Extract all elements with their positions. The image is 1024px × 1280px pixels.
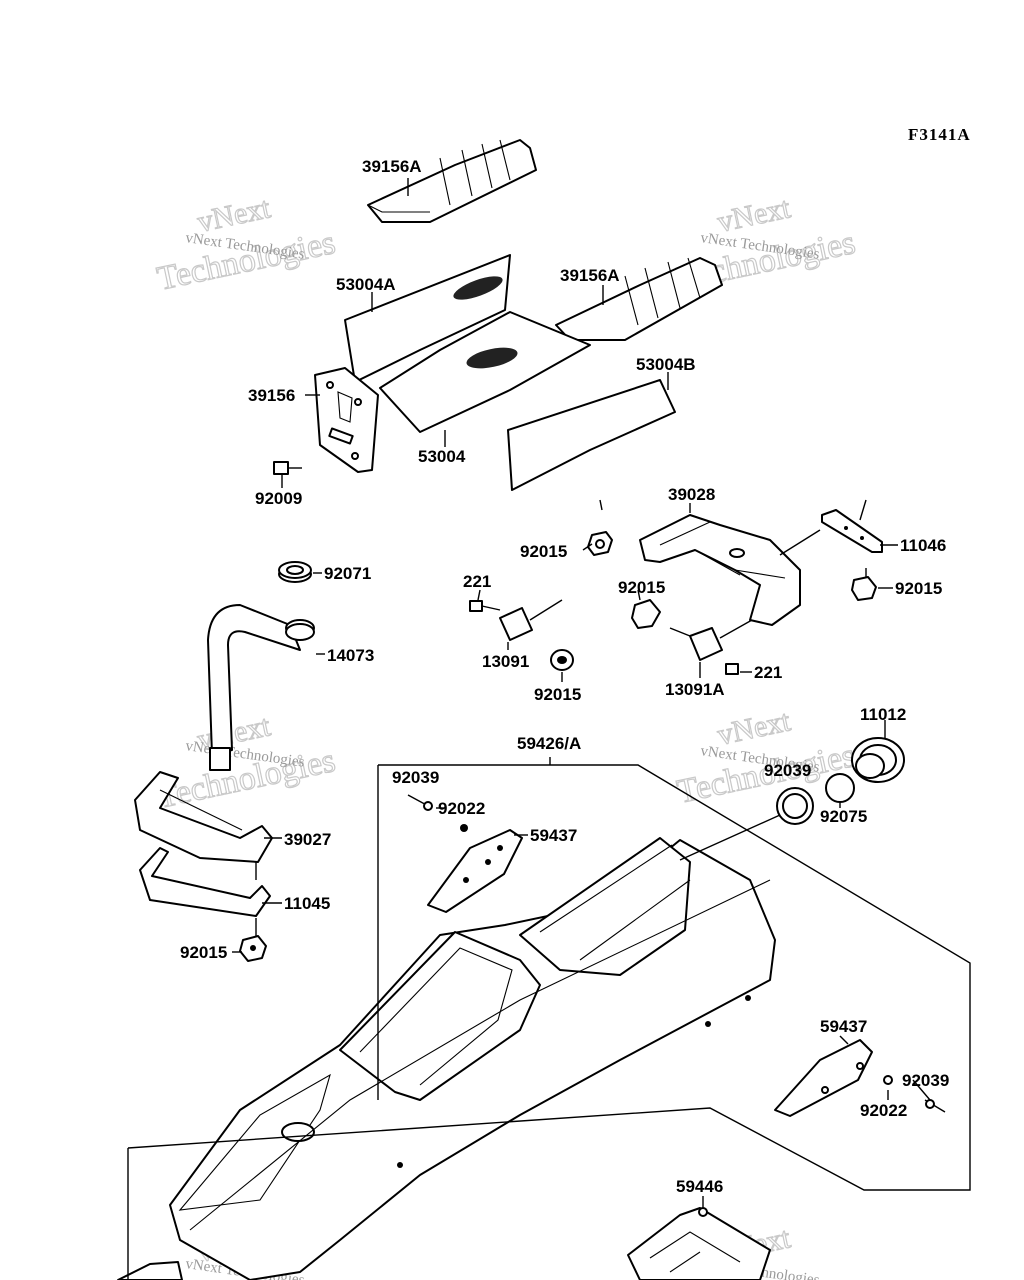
label-59426A: 59426/A <box>517 734 581 753</box>
part-92022-right <box>883 1075 893 1085</box>
part-92015-c <box>851 576 877 601</box>
watermark-line1: vNext <box>715 704 794 752</box>
watermark-line1: vNext <box>195 191 274 239</box>
label-92039-a: 92039 <box>392 768 439 787</box>
part-92075 <box>825 773 855 803</box>
part-59437-lower <box>774 1039 873 1117</box>
label-92015-c: 92015 <box>895 579 942 598</box>
part-39027 <box>134 771 273 863</box>
label-92022-b: 92022 <box>860 1101 907 1120</box>
label-92075: 92075 <box>820 807 867 826</box>
part-53004A <box>344 254 511 383</box>
part-39028 <box>639 514 801 626</box>
part-59446 <box>627 1207 771 1280</box>
part-39156 <box>314 367 379 473</box>
label-59437-a: 59437 <box>530 826 577 845</box>
part-92009 <box>273 461 302 475</box>
label-92015-b: 92015 <box>618 578 665 597</box>
part-13091 <box>499 599 563 641</box>
label-221-a: 221 <box>463 572 491 591</box>
part-92039-pin-right <box>924 1099 946 1113</box>
watermark-top-left: vNext Technologies vNext Technologies <box>153 191 339 299</box>
part-11046 <box>821 509 883 553</box>
part-13091A <box>669 627 723 661</box>
part-92015-e <box>239 935 267 962</box>
label-39028: 39028 <box>668 485 715 504</box>
watermark-line2: Technologies <box>154 224 339 298</box>
label-53004A: 53004A <box>336 275 396 294</box>
watermark-line1: vNext <box>715 191 794 239</box>
label-221-b: 221 <box>754 663 782 682</box>
label-53004B: 53004B <box>636 355 696 374</box>
part-92015-d <box>550 649 574 671</box>
label-11012: 11012 <box>860 705 906 724</box>
label-13091A: 13091A <box>665 680 725 699</box>
diagram-code: F3141A <box>908 125 971 144</box>
part-221-b <box>725 663 739 675</box>
label-39156A-top: 39156A <box>362 157 422 176</box>
label-92015-a: 92015 <box>520 542 567 561</box>
part-59426A-hull <box>169 837 776 1280</box>
part-221-a <box>469 600 501 612</box>
label-59446: 59446 <box>676 1177 723 1196</box>
label-39156A-right: 39156A <box>560 266 620 285</box>
label-92015-e: 92015 <box>180 943 227 962</box>
part-92039-pin-left <box>407 794 433 811</box>
label-14073: 14073 <box>327 646 374 665</box>
label-11046: 11046 <box>900 536 946 555</box>
part-labels: 39156A 39156A 53004A 39156 53004 53004B … <box>180 157 949 1196</box>
assembly-frame <box>127 757 971 1280</box>
label-11045: 11045 <box>284 894 330 913</box>
label-92039-b: 92039 <box>764 761 811 780</box>
part-92015-b <box>631 599 661 629</box>
label-53004: 53004 <box>418 447 466 466</box>
label-13091: 13091 <box>482 652 529 671</box>
part-92071 <box>278 561 312 583</box>
label-92071: 92071 <box>324 564 371 583</box>
label-92022-a: 92022 <box>438 799 485 818</box>
part-14073 <box>207 604 315 771</box>
part-92039-ring <box>776 787 814 825</box>
label-39027: 39027 <box>284 830 331 849</box>
watermark-mid-left: vNext Technologies vNext Technologies <box>153 709 339 817</box>
label-92015-d: 92015 <box>534 685 581 704</box>
part-11012 <box>851 737 905 783</box>
part-53004B <box>507 379 676 491</box>
label-92009: 92009 <box>255 489 302 508</box>
label-59437-b: 59437 <box>820 1017 867 1036</box>
part-92022-left <box>460 824 468 832</box>
label-39156: 39156 <box>248 386 295 405</box>
part-53004 <box>379 311 591 433</box>
part-bottom-left-corner <box>117 1261 183 1280</box>
part-39156A-top <box>367 139 537 223</box>
part-11045 <box>139 847 271 917</box>
label-92039-c: 92039 <box>902 1071 949 1090</box>
part-59437-upper <box>427 829 523 913</box>
leader-lines <box>232 178 931 1208</box>
